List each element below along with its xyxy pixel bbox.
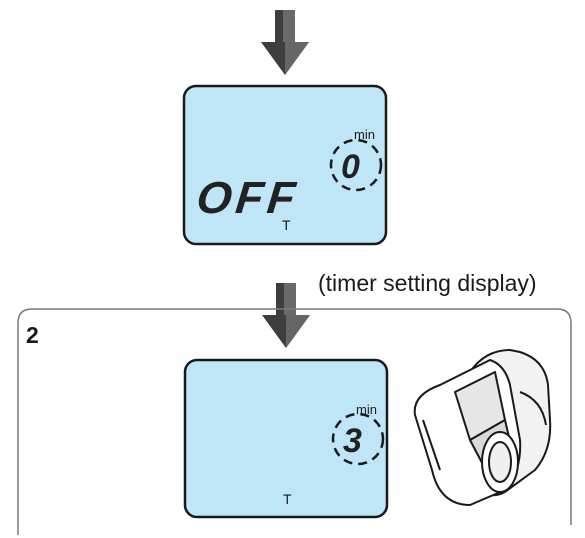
step-number: 2 <box>26 322 39 348</box>
wrist-monitor-illustration <box>413 349 552 506</box>
down-arrow-icon <box>262 283 310 348</box>
unit-label: min <box>354 127 375 142</box>
timer-indicator: T <box>282 217 291 233</box>
lcd-screen-off <box>182 84 388 246</box>
lcd-screen-timer <box>183 358 389 519</box>
unit-label: min <box>356 402 377 417</box>
caption-text: (timer setting display) <box>318 270 537 296</box>
timer-indicator: T <box>283 491 292 507</box>
digit-dashed-circle <box>331 412 385 466</box>
down-arrow-icon <box>261 10 309 75</box>
digit-dashed-circle <box>329 138 383 192</box>
timer-digit: 3 <box>343 422 362 460</box>
step-frame <box>17 308 572 525</box>
timer-digit: 0 <box>341 148 360 186</box>
